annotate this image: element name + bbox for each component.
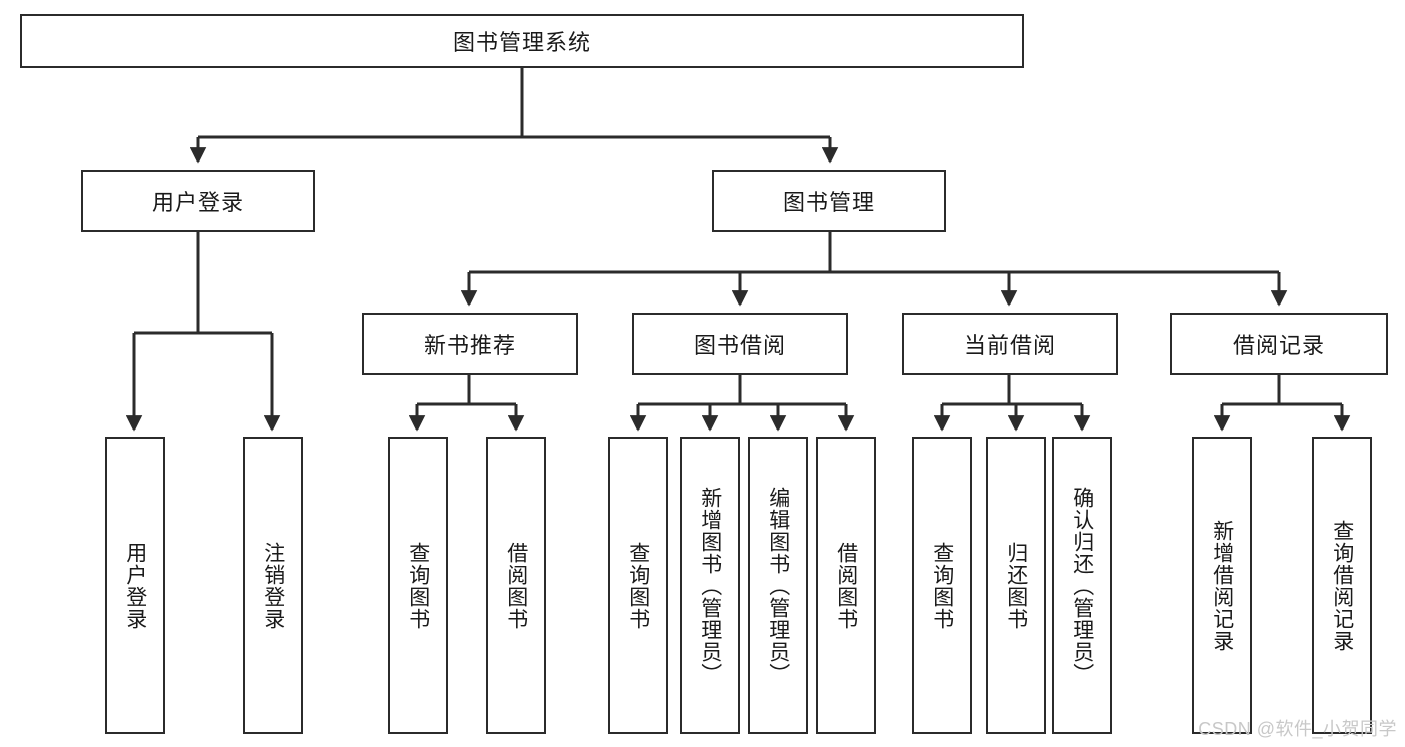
node-user-login[interactable]: 用户登录	[81, 170, 315, 232]
node-user-login-label: 用户登录	[151, 190, 244, 215]
leaf-confirm-return-admin[interactable]: 确认归还（管理员）	[1052, 437, 1112, 734]
leaf-add-book-admin-label: 新增图书（管理员）	[698, 486, 722, 685]
node-book-borrow-label: 图书借阅	[693, 333, 786, 358]
node-new-book-recommend[interactable]: 新书推荐	[362, 313, 578, 375]
leaf-query-borrow-record[interactable]: 查询借阅记录	[1312, 437, 1372, 734]
leaf-logout-label: 注销登录	[261, 541, 285, 630]
leaf-add-book-admin[interactable]: 新增图书（管理员）	[680, 437, 740, 734]
leaf-query-book-borrow-label: 查询图书	[626, 541, 650, 630]
leaf-user-login[interactable]: 用户登录	[105, 437, 165, 734]
node-root[interactable]: 图书管理系统	[20, 14, 1024, 68]
leaf-query-book-current-label: 查询图书	[930, 541, 954, 630]
leaf-query-book-new[interactable]: 查询图书	[388, 437, 448, 734]
node-current-borrow-label: 当前借阅	[963, 333, 1056, 358]
node-root-label: 图书管理系统	[452, 30, 591, 55]
leaf-return-book[interactable]: 归还图书	[986, 437, 1046, 734]
leaf-query-borrow-record-label: 查询借阅记录	[1330, 519, 1354, 652]
leaf-borrow-book-new[interactable]: 借阅图书	[486, 437, 546, 734]
node-current-borrow[interactable]: 当前借阅	[902, 313, 1118, 375]
node-book-borrow[interactable]: 图书借阅	[632, 313, 848, 375]
leaf-return-book-label: 归还图书	[1004, 541, 1028, 630]
leaf-borrow-book-new-label: 借阅图书	[504, 541, 528, 630]
node-book-management-label: 图书管理	[782, 190, 875, 215]
csdn-watermark: CSDN @软件_小贺同学	[1198, 719, 1397, 739]
leaf-add-borrow-record[interactable]: 新增借阅记录	[1192, 437, 1252, 734]
leaf-lend-book-label: 借阅图书	[834, 541, 858, 630]
leaf-query-book-borrow[interactable]: 查询图书	[608, 437, 668, 734]
node-borrow-records-label: 借阅记录	[1232, 333, 1325, 358]
leaf-edit-book-admin[interactable]: 编辑图书（管理员）	[748, 437, 808, 734]
leaf-edit-book-admin-label: 编辑图书（管理员）	[766, 486, 790, 685]
leaf-add-borrow-record-label: 新增借阅记录	[1210, 519, 1234, 652]
leaf-query-book-new-label: 查询图书	[406, 541, 430, 630]
leaf-confirm-return-admin-label: 确认归还（管理员）	[1070, 486, 1094, 685]
leaf-logout[interactable]: 注销登录	[243, 437, 303, 734]
leaf-lend-book[interactable]: 借阅图书	[816, 437, 876, 734]
node-new-book-recommend-label: 新书推荐	[423, 333, 516, 358]
leaf-query-book-current[interactable]: 查询图书	[912, 437, 972, 734]
leaf-user-login-label: 用户登录	[123, 541, 147, 630]
node-borrow-records[interactable]: 借阅记录	[1170, 313, 1388, 375]
node-book-management[interactable]: 图书管理	[712, 170, 946, 232]
